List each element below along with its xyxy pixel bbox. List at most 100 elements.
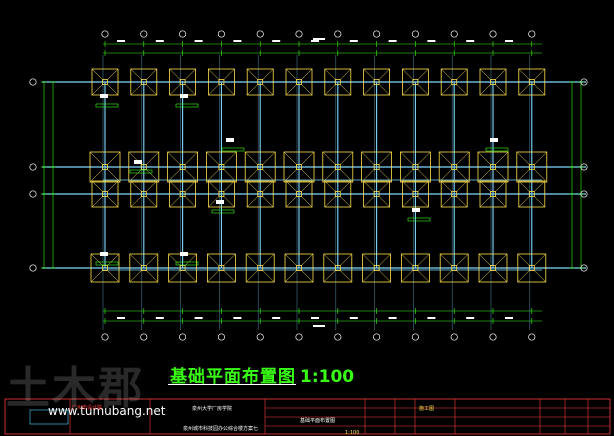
footing-diagonal — [518, 180, 530, 192]
footing-diagonal — [206, 169, 220, 183]
footing-diagonal — [184, 270, 197, 283]
footing-diagonal — [283, 169, 297, 183]
annotation-label-blip — [412, 208, 420, 212]
dimension-label-blip — [427, 317, 436, 319]
footing-pad — [285, 180, 313, 208]
axis-bubble-left — [29, 264, 37, 272]
footing-diagonal — [90, 253, 103, 266]
footing-pad — [284, 253, 314, 283]
footing-diagonal — [401, 253, 414, 266]
column-stub — [257, 265, 264, 271]
footing-outline — [479, 180, 507, 208]
footing-diagonal — [534, 270, 546, 283]
dimension-label-blip — [505, 40, 513, 42]
footing-diagonal — [285, 84, 297, 96]
footing-diagonal — [91, 84, 103, 96]
column-stub — [412, 164, 419, 170]
column-stub — [257, 164, 264, 170]
dimension-label-blip — [313, 325, 325, 327]
titleblock-logo-box — [29, 409, 69, 425]
footing-diagonal — [340, 151, 353, 165]
footing-outline — [246, 68, 274, 96]
column-stub — [490, 79, 496, 85]
footing-diagonal — [441, 180, 452, 192]
footing-pad — [207, 180, 235, 208]
footing-pad — [283, 151, 315, 183]
axis-bubble-top — [489, 30, 497, 38]
footing-diagonal — [479, 196, 491, 208]
footing-diagonal — [169, 68, 181, 80]
footing-diagonal — [516, 151, 530, 165]
footing-outline — [129, 253, 159, 283]
titleblock-border — [4, 398, 611, 435]
footing-pad — [130, 180, 158, 208]
column-stub — [528, 79, 535, 85]
footing-outline — [518, 180, 546, 208]
footing-outline — [207, 68, 235, 96]
footing-diagonal — [362, 253, 375, 266]
footing-diagonal — [518, 196, 530, 208]
column-stub — [257, 191, 264, 197]
footing-pad — [438, 151, 470, 183]
footing-diagonal — [262, 270, 275, 283]
footing-diagonal — [417, 169, 431, 183]
footing-diagonal — [400, 169, 414, 183]
footing-diagonal — [378, 84, 390, 96]
footing-diagonal — [301, 253, 314, 266]
footing-pad — [517, 253, 547, 283]
dimension-label-blip — [233, 40, 242, 42]
footing-diagonal — [184, 180, 196, 192]
axis-bubble-top — [179, 30, 187, 38]
footing-diagonal — [208, 196, 220, 208]
footing-outline — [363, 180, 391, 208]
footing-diagonal — [322, 169, 336, 183]
footing-diagonal — [208, 84, 220, 96]
footing-diagonal — [146, 84, 157, 96]
footing-diagonal — [184, 169, 198, 183]
dimension-label-blip — [313, 38, 325, 40]
column-stub — [412, 191, 419, 197]
titleblock-sheet-label: 施工图 — [419, 406, 435, 412]
rebar-annotation — [175, 261, 199, 266]
footing-diagonal — [495, 253, 508, 266]
axis-bubble-bottom — [489, 333, 497, 341]
footing-diagonal — [534, 68, 545, 80]
footing-diagonal — [223, 180, 235, 192]
footing-diagonal — [495, 180, 507, 192]
footing-pad — [207, 68, 235, 96]
axis-bubble-right — [580, 190, 588, 198]
rebar-annotation — [485, 147, 509, 152]
axis-bubble-bottom — [528, 333, 536, 341]
dimension-label-blip — [311, 40, 319, 42]
axis-bubble-bottom — [334, 333, 342, 341]
footing-outline — [245, 253, 275, 283]
footing-outline — [167, 151, 199, 183]
axis-bubble-right — [580, 264, 588, 272]
axis-bubble-top — [217, 30, 225, 38]
footing-diagonal — [245, 151, 258, 165]
dimension-label-blip — [155, 40, 164, 42]
column-stub — [412, 79, 419, 85]
footing-diagonal — [89, 169, 103, 183]
footing-diagonal — [340, 180, 351, 192]
footing-diagonal — [262, 196, 274, 208]
titleblock-scale: 1:100 — [345, 430, 360, 436]
footing-diagonal — [495, 270, 508, 283]
column-stub — [451, 164, 458, 170]
footing-diagonal — [246, 270, 258, 283]
footing-outline — [324, 68, 352, 96]
footing-pad — [478, 253, 508, 283]
footing-diagonal — [184, 151, 198, 165]
footing-outline — [518, 68, 546, 96]
footing-diagonal — [378, 196, 390, 208]
rebar-annotation — [407, 217, 431, 222]
footing-diagonal — [301, 151, 315, 165]
dimension-label-blip — [466, 317, 475, 319]
footing-diagonal — [456, 84, 468, 96]
footing-diagonal — [402, 84, 414, 96]
footing-diagonal — [246, 253, 258, 266]
footing-diagonal — [340, 169, 353, 183]
footing-diagonal — [340, 253, 352, 266]
footing-pad — [363, 68, 391, 96]
